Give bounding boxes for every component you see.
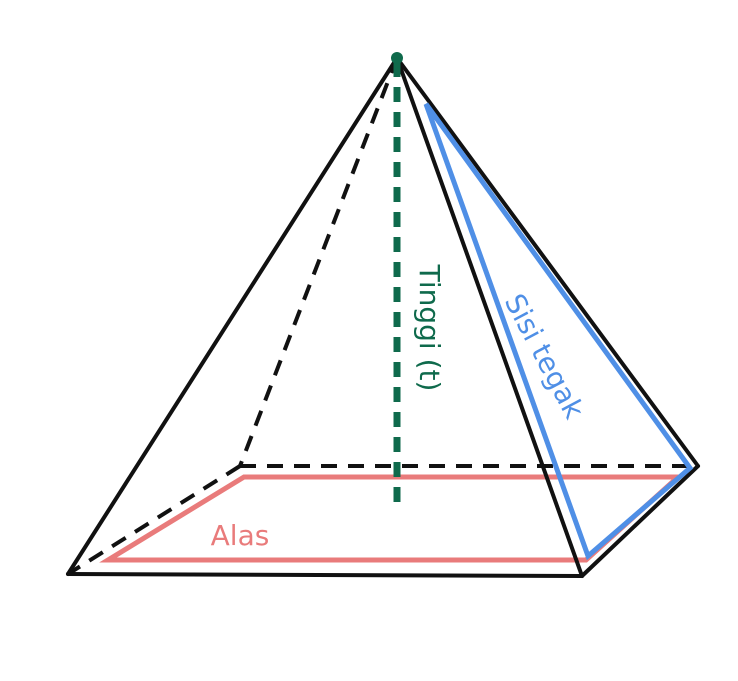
base-label: Alas <box>211 519 270 552</box>
visible-edges <box>66 56 700 578</box>
edge-front-base <box>66 572 584 578</box>
hidden-edge-apex-back-left <box>238 57 399 467</box>
apex-point <box>391 52 403 64</box>
edge-apex-back-right <box>395 56 700 468</box>
height-label: Tinggi (t) <box>413 264 446 392</box>
edge-right-base <box>580 464 700 578</box>
edge-apex-front-left <box>66 56 399 576</box>
lateral-face-outline <box>423 102 694 561</box>
edge-apex-front-right <box>395 56 584 578</box>
hidden-edge-left-base <box>66 464 242 576</box>
hidden-edges <box>66 57 698 576</box>
base-outline <box>99 474 685 563</box>
